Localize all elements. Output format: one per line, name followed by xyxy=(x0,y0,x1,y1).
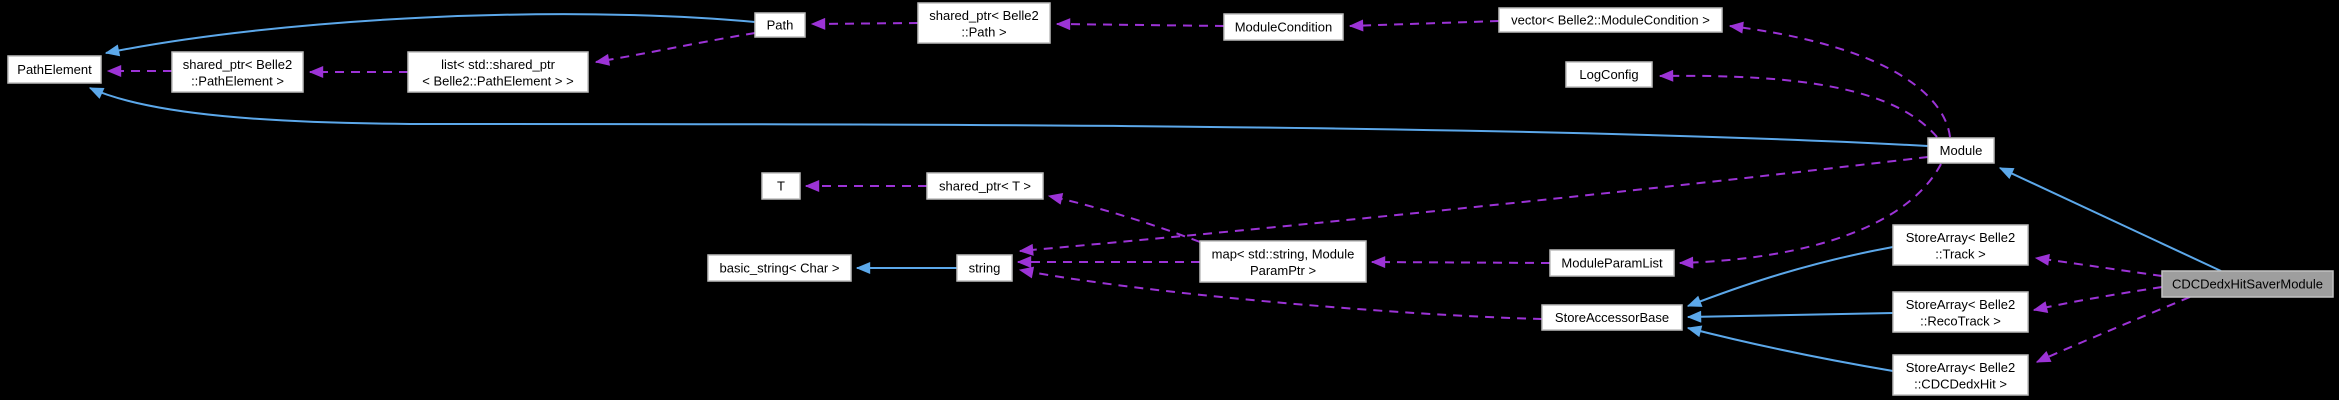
edge-usage-module-to-string xyxy=(1018,156,1929,256)
edge-usage-cdc_dedx_hit_saver_module-to-store_array_reco_track xyxy=(2032,286,2163,313)
class-node-box xyxy=(956,254,1013,282)
edge-usage-module-to-module_param_list xyxy=(1678,163,1942,269)
edge-usage-module_condition-to-shared_ptr_path xyxy=(1055,18,1225,31)
class-node-label: ::Path > xyxy=(961,25,1006,40)
class-node-box xyxy=(1223,13,1344,41)
class-node-label: StoreAccessorBase xyxy=(1555,310,1669,325)
class-node-box xyxy=(171,51,304,93)
edge-inheritance-module-to-path_element xyxy=(88,87,1929,147)
edge-inheritance-store_array_track-to-store_accessor_base xyxy=(1686,246,1894,307)
class-node-shared_ptr_path_element[interactable]: shared_ptr< Belle2::PathElement > xyxy=(171,51,304,93)
class-node-label: ::PathElement > xyxy=(191,74,284,89)
edge-usage-shared_ptr_path-to-path xyxy=(810,17,919,30)
class-node-label: < Belle2::PathElement > > xyxy=(422,74,573,89)
class-node-label: vector< Belle2::ModuleCondition > xyxy=(1511,13,1710,28)
edge-usage-module-to-vector_module_condition xyxy=(1728,21,1951,138)
class-node-label: basic_string< Char > xyxy=(720,261,840,276)
class-node-list_shared_ptr_path_element[interactable]: list< std::shared_ptr< Belle2::PathEleme… xyxy=(407,51,589,93)
class-node-t[interactable]: T xyxy=(761,172,801,200)
class-node-path[interactable]: Path xyxy=(754,12,806,38)
class-node-box xyxy=(1498,7,1723,33)
edge-usage-path-to-list_shared_ptr_path_element xyxy=(594,32,756,66)
class-node-box xyxy=(7,55,102,84)
class-node-path_element[interactable]: PathElement xyxy=(7,55,102,84)
class-node-label: StoreArray< Belle2 xyxy=(1906,297,2015,312)
class-node-label: ::Track > xyxy=(1935,247,1985,262)
class-node-label: shared_ptr< Belle2 xyxy=(929,8,1039,23)
class-node-label: ::RecoTrack > xyxy=(1920,314,2001,329)
class-node-module[interactable]: Module xyxy=(1927,137,1995,164)
class-node-box xyxy=(1892,224,2029,266)
edge-usage-cdc_dedx_hit_saver_module-to-store_array_cdc_dedx_hit xyxy=(2035,296,2191,363)
class-node-box xyxy=(1541,304,1683,331)
edge-inheritance-store_array_reco_track-to-store_accessor_base xyxy=(1686,310,1894,323)
class-node-string[interactable]: string xyxy=(956,254,1013,282)
class-node-box xyxy=(1549,249,1675,277)
class-node-label: LogConfig xyxy=(1579,67,1638,82)
edge-usage-module-to-log_config xyxy=(1658,69,1938,138)
class-node-label: StoreArray< Belle2 xyxy=(1906,360,2015,375)
class-node-label: Path xyxy=(767,18,794,33)
edge-usage-store_accessor_base-to-string xyxy=(1018,266,1543,320)
class-node-label: shared_ptr< T > xyxy=(939,179,1031,194)
class-node-label: ModuleCondition xyxy=(1235,20,1333,35)
class-node-label: list< std::shared_ptr xyxy=(441,57,555,72)
class-node-label: ::CDCDedxHit > xyxy=(1914,377,2007,392)
class-node-label: map< std::string, Module xyxy=(1212,247,1355,262)
class-node-box xyxy=(926,172,1044,200)
class-node-box xyxy=(917,2,1051,44)
class-node-shared_ptr_path[interactable]: shared_ptr< Belle2::Path > xyxy=(917,2,1051,44)
class-node-store_array_reco_track[interactable]: StoreArray< Belle2::RecoTrack > xyxy=(1892,291,2029,333)
class-node-box xyxy=(2161,270,2334,298)
class-node-label: ParamPtr > xyxy=(1250,263,1316,278)
class-node-box xyxy=(407,51,589,93)
class-node-box xyxy=(1892,291,2029,333)
edge-usage-vector_module_condition-to-module_condition xyxy=(1348,19,1500,32)
class-node-module_param_list[interactable]: ModuleParamList xyxy=(1549,249,1675,277)
edge-usage-cdc_dedx_hit_saver_module-to-store_array_track xyxy=(2034,253,2163,277)
class-node-label: shared_ptr< Belle2 xyxy=(183,57,293,72)
class-node-log_config[interactable]: LogConfig xyxy=(1565,61,1653,88)
class-node-shared_ptr_t[interactable]: shared_ptr< T > xyxy=(926,172,1044,200)
class-node-box xyxy=(761,172,801,200)
class-node-label: ModuleParamList xyxy=(1561,256,1663,271)
class-node-box xyxy=(707,254,852,282)
class-node-label: string xyxy=(969,261,1001,276)
edge-usage-module_param_list-to-map_module_param xyxy=(1370,256,1551,269)
class-node-vector_module_condition[interactable]: vector< Belle2::ModuleCondition > xyxy=(1498,7,1723,33)
class-node-box xyxy=(1565,61,1653,88)
class-node-label: T xyxy=(777,179,785,194)
class-node-label: CDCDedxHitSaverModule xyxy=(2172,277,2323,292)
edge-inheritance-cdc_dedx_hit_saver_module-to-module xyxy=(1998,167,2222,272)
class-node-store_accessor_base[interactable]: StoreAccessorBase xyxy=(1541,304,1683,331)
edge-inheritance-store_array_cdc_dedx_hit-to-store_accessor_base xyxy=(1686,325,1894,372)
class-node-box xyxy=(1199,240,1367,283)
class-node-label: Module xyxy=(1940,143,1983,158)
class-node-store_array_cdc_dedx_hit[interactable]: StoreArray< Belle2::CDCDedxHit > xyxy=(1892,354,2029,396)
class-node-basic_string_char[interactable]: basic_string< Char > xyxy=(707,254,852,282)
class-node-box xyxy=(1892,354,2029,396)
class-node-box xyxy=(754,12,806,38)
class-node-module_condition[interactable]: ModuleCondition xyxy=(1223,13,1344,41)
class-node-store_array_track[interactable]: StoreArray< Belle2::Track > xyxy=(1892,224,2029,266)
edge-usage-map_module_param-to-shared_ptr_t xyxy=(1047,192,1201,243)
edge-inheritance-path-to-path_element xyxy=(104,13,756,57)
class-node-label: StoreArray< Belle2 xyxy=(1906,230,2015,245)
class-node-label: PathElement xyxy=(17,62,92,77)
class-node-cdc_dedx_hit_saver_module[interactable]: CDCDedxHitSaverModule xyxy=(2161,270,2334,298)
class-node-box xyxy=(1927,137,1995,164)
